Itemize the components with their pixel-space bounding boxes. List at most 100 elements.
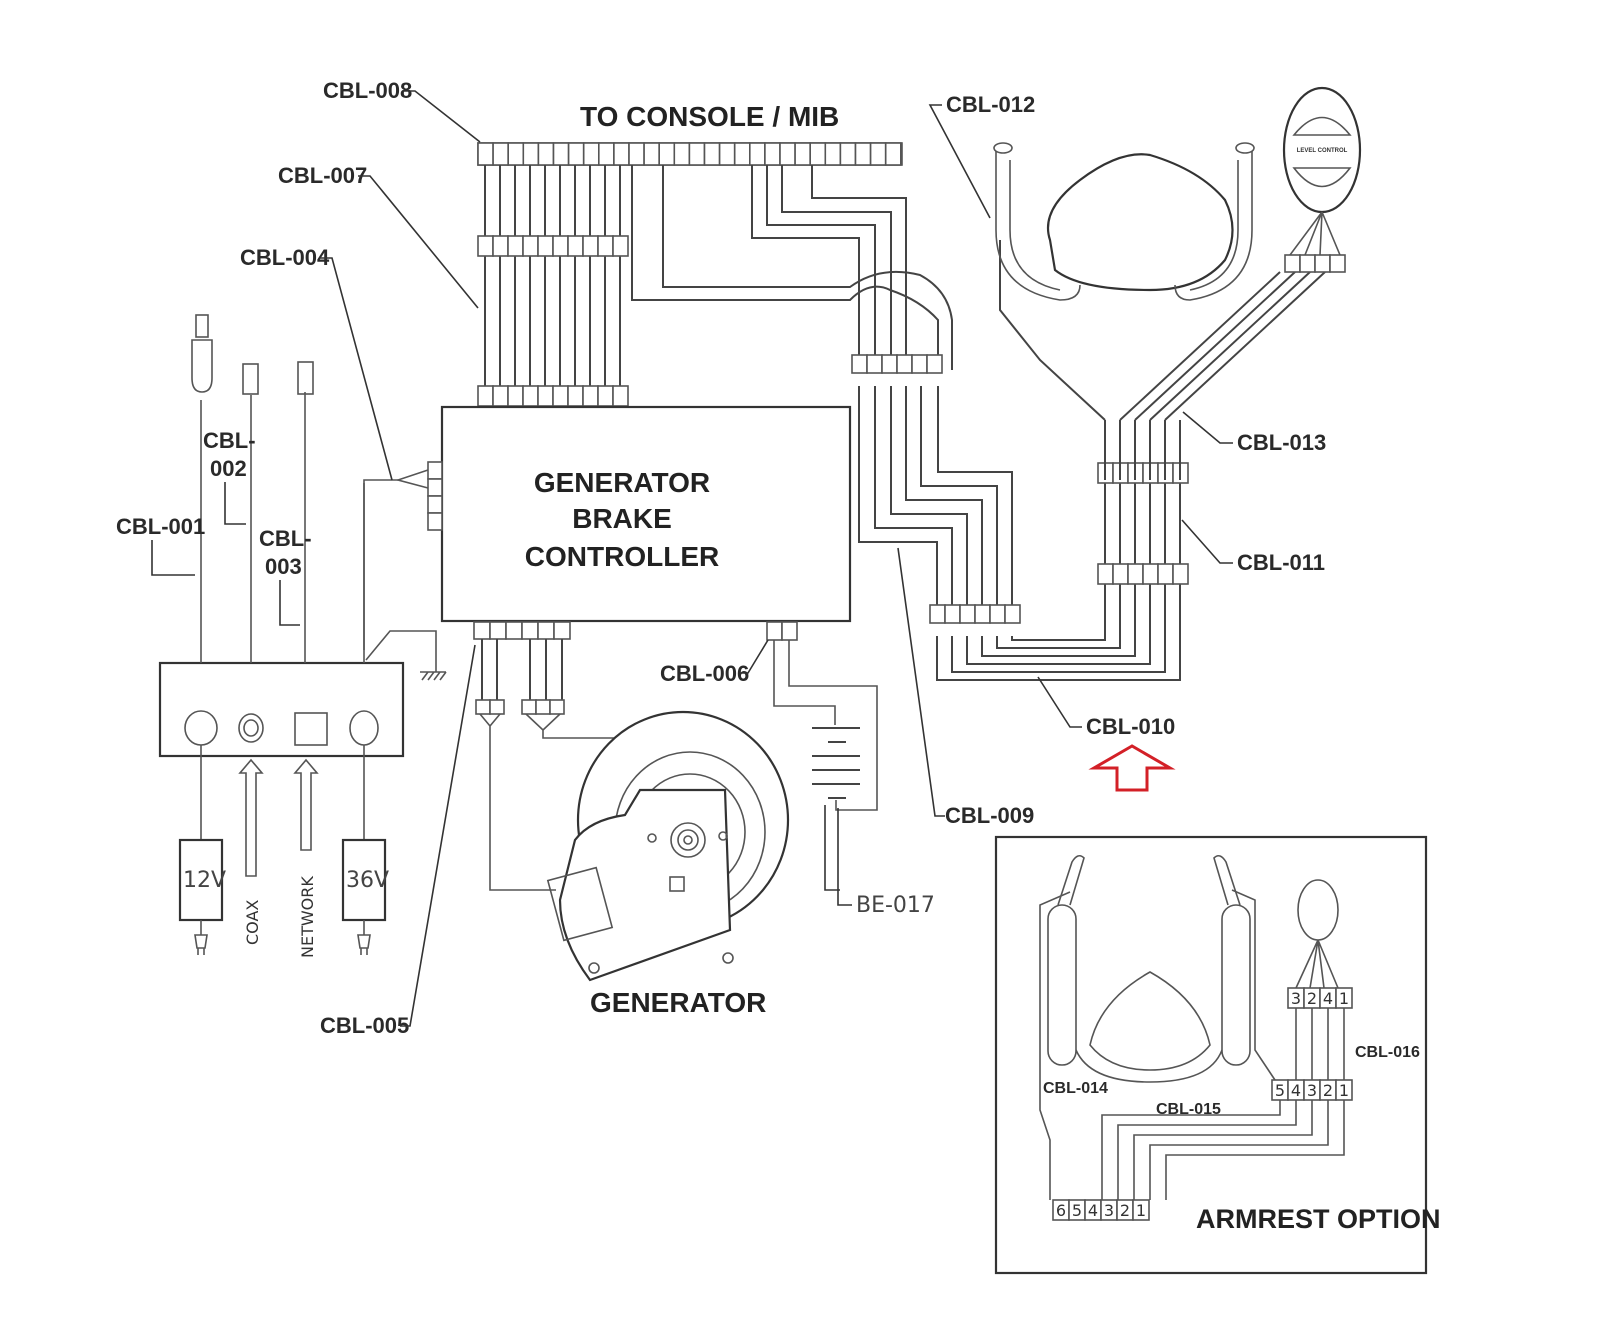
connector-pin [944,604,961,624]
label-cbl-009: CBL-009 [945,803,1034,828]
input-panel [158,314,405,758]
connector-pin [612,385,629,407]
pin-number: 4 [1291,1081,1301,1100]
pin-number: 3 [1307,1081,1317,1100]
connector-pin [522,235,539,257]
svg-text:12V: 12V [183,868,226,893]
pin-number: 3 [1291,989,1301,1008]
connector-pin [929,604,946,624]
connector-pin [522,142,540,166]
connector-pin [537,385,554,407]
connector-pin [628,142,645,166]
connector-pin [974,604,991,624]
seat-drawing [993,142,1255,301]
connector-pin [866,354,883,374]
connector-pin [477,235,494,257]
connector-pin [1142,563,1159,585]
cbl-011-wires [1104,420,1181,480]
label-cbl-007: CBL-007 [278,163,367,188]
connector-pin [884,142,902,166]
connector-pin [673,142,691,166]
label-be-017: BE-017 [856,893,935,918]
cbl-013-wires [999,240,1326,421]
connector-pin [1097,563,1114,585]
connector-pin [477,142,494,166]
label-cbl-004: CBL-004 [240,245,330,270]
label-cbl-011: CBL-011 [1237,550,1325,575]
connector-pin [567,142,585,166]
connector-pin [959,604,976,624]
pin-number: 1 [1339,1081,1349,1100]
cbl-009-routing [631,165,1021,624]
label-cbl-002: CBL- [203,428,256,453]
connector-pin [1127,563,1144,585]
label-cbl-016: CBL-016 [1355,1044,1420,1061]
connector-pin [613,142,630,166]
pin-number: 2 [1120,1201,1130,1220]
connector-pin [567,235,584,257]
pin-number: 4 [1088,1201,1098,1220]
connector-pin [1314,254,1331,273]
connector-pin [688,142,706,166]
label-cbl-014: CBL-014 [1043,1080,1108,1097]
connector-pin [507,235,524,257]
title-to-console: TO CONSOLE / MIB [580,101,839,132]
connector-pin [748,142,766,166]
svg-text:36V: 36V [346,868,389,893]
connector-pin [809,142,827,166]
label-cbl-013: CBL-013 [1237,430,1326,455]
label-cbl-012: CBL-012 [946,92,1035,117]
connector-pin [537,235,554,257]
connector-pin [537,142,555,166]
connector-pin [1132,1199,1150,1221]
connector-pin [1172,563,1189,585]
connector-pin [492,142,510,166]
highlight-arrow-icon [1088,744,1176,792]
controller-label-line2: BRAKE [572,503,672,534]
console-connector-bar [477,142,903,166]
network-input: NETWORK [293,758,319,958]
connector-pin [522,385,539,407]
connector-pin [896,354,913,374]
battery-be-017 [812,727,860,891]
label-cbl-001: CBL-001 [116,514,205,539]
label-cbl-015: CBL-015 [1156,1101,1221,1118]
connector-pin [851,354,868,374]
connector-pin [881,354,898,374]
connector-pin [658,142,676,166]
pin-number: 5 [1275,1081,1285,1100]
cbl-007-harness [484,165,621,392]
connector-pin [582,235,599,257]
label-cbl-010: CBL-010 [1086,714,1175,739]
connector-pin [839,142,857,166]
connector-pin [1112,563,1129,585]
connector-pin [1299,254,1316,273]
connector-pin [1004,604,1021,624]
connector-pin [779,142,796,166]
connector-pin [477,385,494,407]
power-12v: 12V [178,745,226,955]
connector-pin [1157,563,1174,585]
connector-pin [824,142,842,166]
connector-pin [492,385,509,407]
connector-pin [1329,254,1346,273]
label-cbl-008: CBL-008 [323,78,412,103]
coax-input: COAX [238,758,264,945]
connector-pin [552,385,569,407]
pin-number: 5 [1072,1201,1082,1220]
generator-label: GENERATOR [590,987,766,1018]
cbl-011-connector-upper [1097,462,1189,484]
connector-pin [854,142,872,166]
connector-pin [552,235,569,257]
label-cbl-003: CBL- [259,526,312,551]
connector-pin [507,142,525,166]
connector-pin [869,142,887,166]
connector-pin [794,142,811,166]
controller-label-line1: GENERATOR [534,467,710,498]
label-cbl-005: CBL-005 [320,1013,409,1038]
connector-pin [507,385,524,407]
connector-pin [989,604,1006,624]
svg-text:LEVEL CONTROL: LEVEL CONTROL [1297,148,1348,154]
connector-pin [567,385,584,407]
